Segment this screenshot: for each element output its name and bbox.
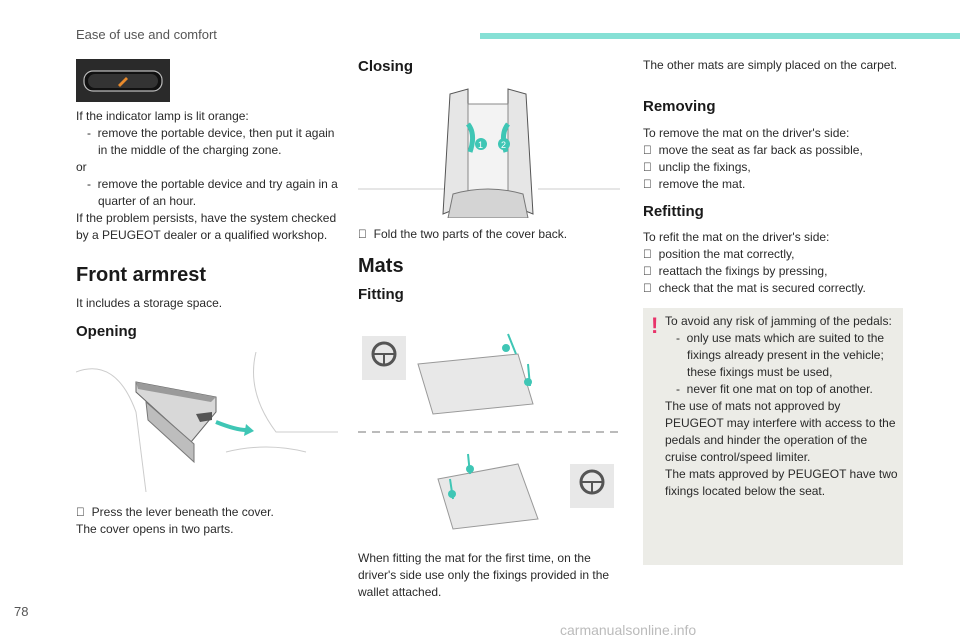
- mats-title: Mats: [358, 255, 404, 277]
- callout-2: 2: [501, 140, 506, 150]
- refitting-lead: To refit the mat on the driver's side:: [643, 230, 830, 244]
- arrow-icon: [215, 420, 247, 432]
- armrest-opening-illustration: [75, 351, 338, 493]
- fitting-text: When fitting the mat for the first time,…: [358, 551, 610, 599]
- opening-figure: [75, 351, 338, 493]
- front-armrest-title: Front armrest: [76, 264, 207, 286]
- lamp-line-2: - remove the portable device, then put i…: [87, 126, 335, 157]
- removing-step-1:  move the seat as far back as possible,: [643, 143, 863, 157]
- indicator-lamp-figure: [76, 59, 170, 102]
- callout-1: 1: [478, 140, 483, 150]
- warning-box: [643, 308, 903, 565]
- refitting-title: Refitting: [643, 203, 704, 220]
- opening-note: The cover opens in two parts.: [76, 522, 234, 536]
- orange-lamp-icon: [118, 77, 128, 87]
- page-number: 78: [14, 604, 29, 619]
- warning-icon: !: [651, 313, 659, 338]
- armrest-closing-illustration: 1 2: [358, 88, 620, 219]
- watermark: carmanualsonline.info: [560, 622, 697, 638]
- refitting-step-3:  check that the mat is secured correctl…: [643, 281, 866, 295]
- warning-text: To avoid any risk of jamming of the peda…: [665, 313, 901, 500]
- opening-title: Opening: [76, 323, 137, 340]
- other-mats-intro: The other mats are simply placed on the …: [643, 58, 898, 72]
- removing-step-2:  unclip the fixings,: [643, 160, 751, 174]
- armrest-intro: It includes a storage space.: [76, 296, 223, 310]
- warning-line-1: To avoid any risk of jamming of the peda…: [665, 314, 892, 328]
- removing-lead: To remove the mat on the driver's side:: [643, 126, 850, 140]
- callout-2-badge: [498, 138, 510, 150]
- refitting-step-2:  reattach the fixings by pressing,: [643, 264, 827, 278]
- fitting-title: Fitting: [358, 286, 404, 303]
- warning-line-3: - never fit one mat on top of another.: [676, 382, 873, 396]
- warning-line-4: The use of mats not approved by PEUGEOT …: [665, 399, 896, 464]
- opening-step:  Press the lever beneath the cover.: [76, 505, 274, 519]
- removing-title: Removing: [643, 98, 716, 115]
- warning-line-5: The mats approved by PEUGEOT have two fi…: [665, 467, 898, 498]
- mat-top: [417, 353, 534, 415]
- mat-fitting-illustration: [358, 333, 620, 530]
- section-header: Ease of use and comfort: [76, 27, 217, 42]
- indicator-lamp-illustration: [76, 59, 170, 102]
- fitting-figure: [358, 314, 620, 538]
- closing-step:  Fold the two parts of the cover back.: [358, 227, 567, 241]
- lamp-line-4: - remove the portable device and try aga…: [87, 177, 338, 208]
- closing-figure: 1 2: [358, 84, 620, 219]
- refitting-step-1:  position the mat correctly,: [643, 247, 795, 261]
- mat-bottom: [437, 463, 539, 530]
- warning-line-2: - only use mats which are suited to the …: [676, 331, 885, 379]
- lamp-line-3: or: [76, 160, 87, 174]
- lamp-line-1: If the indicator lamp is lit orange:: [76, 109, 249, 123]
- callout-1-badge: [475, 138, 487, 150]
- lamp-line-5: If the problem persists, have the system…: [76, 211, 337, 242]
- removing-step-3:  remove the mat.: [643, 177, 745, 191]
- closing-title: Closing: [358, 58, 413, 75]
- header-accent-bar: [480, 33, 960, 39]
